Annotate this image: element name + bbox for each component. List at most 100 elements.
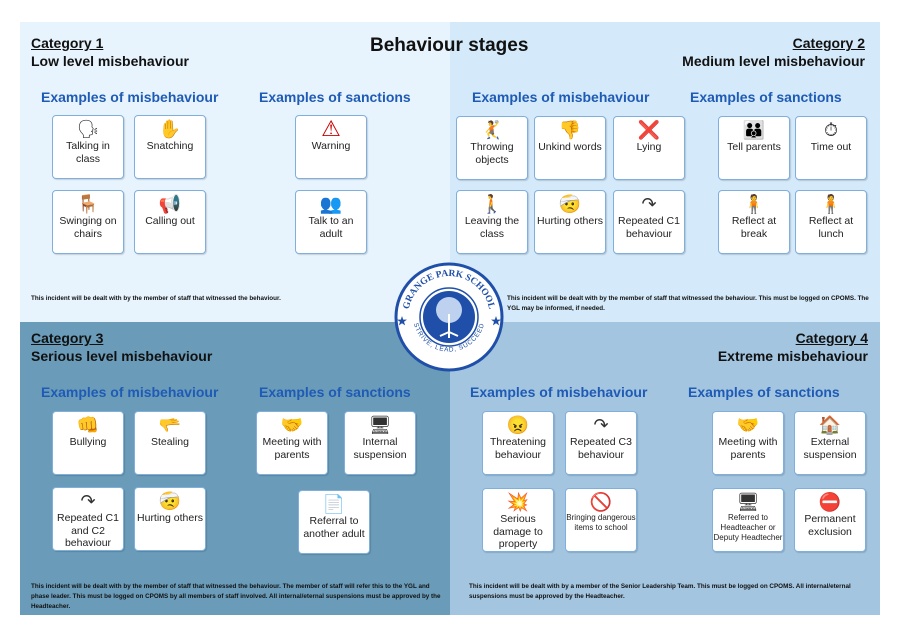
reflect-icon: 🧍 [819, 194, 843, 214]
sanction-card: 📄Referral to another adult [298, 490, 370, 554]
misbehaviour-card: 🫳Stealing [134, 411, 206, 475]
category-4-note: This incident will be dealt with by a me… [469, 583, 851, 600]
tell-parents-icon: 👪 [742, 120, 766, 140]
card-label: Hurting others [537, 215, 603, 227]
throwing-icon: 🤾 [480, 120, 504, 140]
misbehaviour-card: 🗣Talking in class [52, 115, 124, 179]
misbehaviour-card: ↷Repeated C3 behaviour [565, 411, 637, 475]
misbehaviour-card: 🪑Swinging on chairs [52, 190, 124, 254]
school-logo: GRANGE PARK SCHOOL STRIVE, LEAD, SUCCEED [394, 262, 504, 372]
thumbs-down-icon: 👎 [558, 120, 582, 140]
card-label: Bullying [69, 436, 107, 448]
sanctions-heading: Examples of sanctions [259, 384, 411, 400]
card-label: Meeting with parents [718, 436, 778, 461]
card-label: Serious damage to property [493, 513, 543, 550]
category-2-level: Medium level misbehaviour [682, 53, 865, 69]
card-label: Reflect at lunch [808, 215, 854, 240]
sanction-card: 👥Talk to an adult [295, 190, 367, 254]
card-label: Internal suspension [353, 436, 407, 461]
misbehaviour-heading: Examples of misbehaviour [41, 384, 219, 400]
misbehaviour-card: 🤾Throwing objects [456, 116, 528, 180]
card-label: Warning [311, 140, 351, 152]
star-icon [397, 316, 407, 326]
misbehaviour-card: 🚫Bringing dangerous items to school [565, 488, 637, 552]
desk-icon: 🖥 [736, 492, 760, 512]
sanction-card: 🧍Reflect at lunch [795, 190, 867, 254]
card-label: Unkind words [538, 141, 602, 153]
repeat-icon: ↷ [593, 415, 609, 435]
shouting-icon: 📢 [158, 194, 182, 214]
card-label: Leaving the class [464, 215, 520, 240]
sanction-card: 🏠External suspension [794, 411, 866, 475]
meeting-icon: 🤝 [736, 415, 760, 435]
misbehaviour-card: 😠Threatening behaviour [482, 411, 554, 475]
exclusion-icon: ⛔ [818, 492, 842, 512]
category-4-title: Category 4 [795, 330, 868, 346]
misbehaviour-heading: Examples of misbehaviour [472, 89, 650, 105]
repeat-icon: ↷ [641, 194, 657, 214]
misbehaviour-card: ↷Repeated C1 and C2 behaviour [52, 487, 124, 551]
sanction-card: ⚠Warning [295, 115, 367, 179]
card-label: External suspension [803, 436, 857, 461]
category-1-level: Low level misbehaviour [31, 53, 189, 69]
snatching-icon: ✋ [158, 119, 182, 139]
card-label: Bringing dangerous items to school [566, 513, 636, 532]
repeat-icon: ↷ [80, 491, 96, 511]
lying-icon: ❌ [637, 120, 661, 140]
card-label: Meeting with parents [262, 436, 322, 461]
talk-icon: 👥 [319, 194, 343, 214]
sanctions-heading: Examples of sanctions [690, 89, 842, 105]
sanction-card: ⏱Time out [795, 116, 867, 180]
card-label: Lying [636, 141, 662, 153]
card-label: Swinging on chairs [59, 215, 117, 240]
card-label: Throwing objects [470, 141, 514, 166]
sanction-card: 🖥Internal suspension [344, 411, 416, 475]
sanction-card: 🤝Meeting with parents [712, 411, 784, 475]
misbehaviour-card: 🤕Hurting others [534, 190, 606, 254]
damage-icon: 💥 [506, 492, 530, 512]
warning-icon: ⚠ [321, 116, 341, 141]
misbehaviour-card: ✋Snatching [134, 115, 206, 179]
sanctions-heading: Examples of sanctions [688, 384, 840, 400]
misbehaviour-card: 🤕Hurting others [134, 487, 206, 551]
category-2-note: This incident will be dealt with by the … [507, 295, 869, 312]
card-label: Stealing [151, 436, 189, 448]
card-label: Hurting others [137, 512, 203, 524]
sanction-card: ⛔Permanent exclusion [794, 488, 866, 552]
misbehaviour-card: 📢Calling out [134, 190, 206, 254]
chair-icon: 🪑 [76, 194, 100, 214]
misbehaviour-card: 💥Serious damage to property [482, 488, 554, 552]
leaving-icon: 🚶 [480, 194, 504, 214]
sanctions-heading: Examples of sanctions [259, 89, 411, 105]
misbehaviour-heading: Examples of misbehaviour [470, 384, 648, 400]
card-label: Repeated C1 and C2 behaviour [57, 512, 119, 549]
talking-icon: 🗣 [76, 119, 100, 139]
misbehaviour-card: ↷Repeated C1 behaviour [613, 190, 685, 254]
card-label: Time out [810, 141, 852, 153]
page-title: Behaviour stages [370, 35, 529, 56]
sanction-card: 🤝Meeting with parents [256, 411, 328, 475]
category-3-level: Serious level misbehaviour [31, 348, 213, 364]
desk-icon: 🖥 [368, 415, 392, 435]
tree-icon [436, 297, 462, 338]
misbehaviour-card: 👎Unkind words [534, 116, 606, 180]
card-label: Repeated C1 behaviour [618, 215, 680, 240]
category-2-title: Category 2 [792, 35, 865, 51]
category-3-note: This incident will be dealt with by the … [31, 583, 441, 610]
category-1-title: Category 1 [31, 35, 104, 51]
card-label: Talk to an adult [308, 215, 354, 240]
reflect-icon: 🧍 [742, 194, 766, 214]
misbehaviour-card: 👊Bullying [52, 411, 124, 475]
card-label: Snatching [146, 140, 194, 152]
referral-icon: 📄 [322, 494, 346, 514]
card-label: Threatening behaviour [489, 436, 547, 461]
house-icon: 🏠 [818, 415, 842, 435]
card-label: Permanent exclusion [804, 513, 856, 538]
sanction-card: 🖥Referred to Headteacher or Deputy Headt… [712, 488, 784, 552]
card-label: Calling out [145, 215, 195, 227]
threatening-icon: 😠 [506, 415, 530, 435]
sanction-card: 👪Tell parents [718, 116, 790, 180]
meeting-icon: 🤝 [280, 415, 304, 435]
category-1-note: This incident will be dealt with by the … [31, 295, 281, 302]
star-icon [491, 316, 501, 326]
